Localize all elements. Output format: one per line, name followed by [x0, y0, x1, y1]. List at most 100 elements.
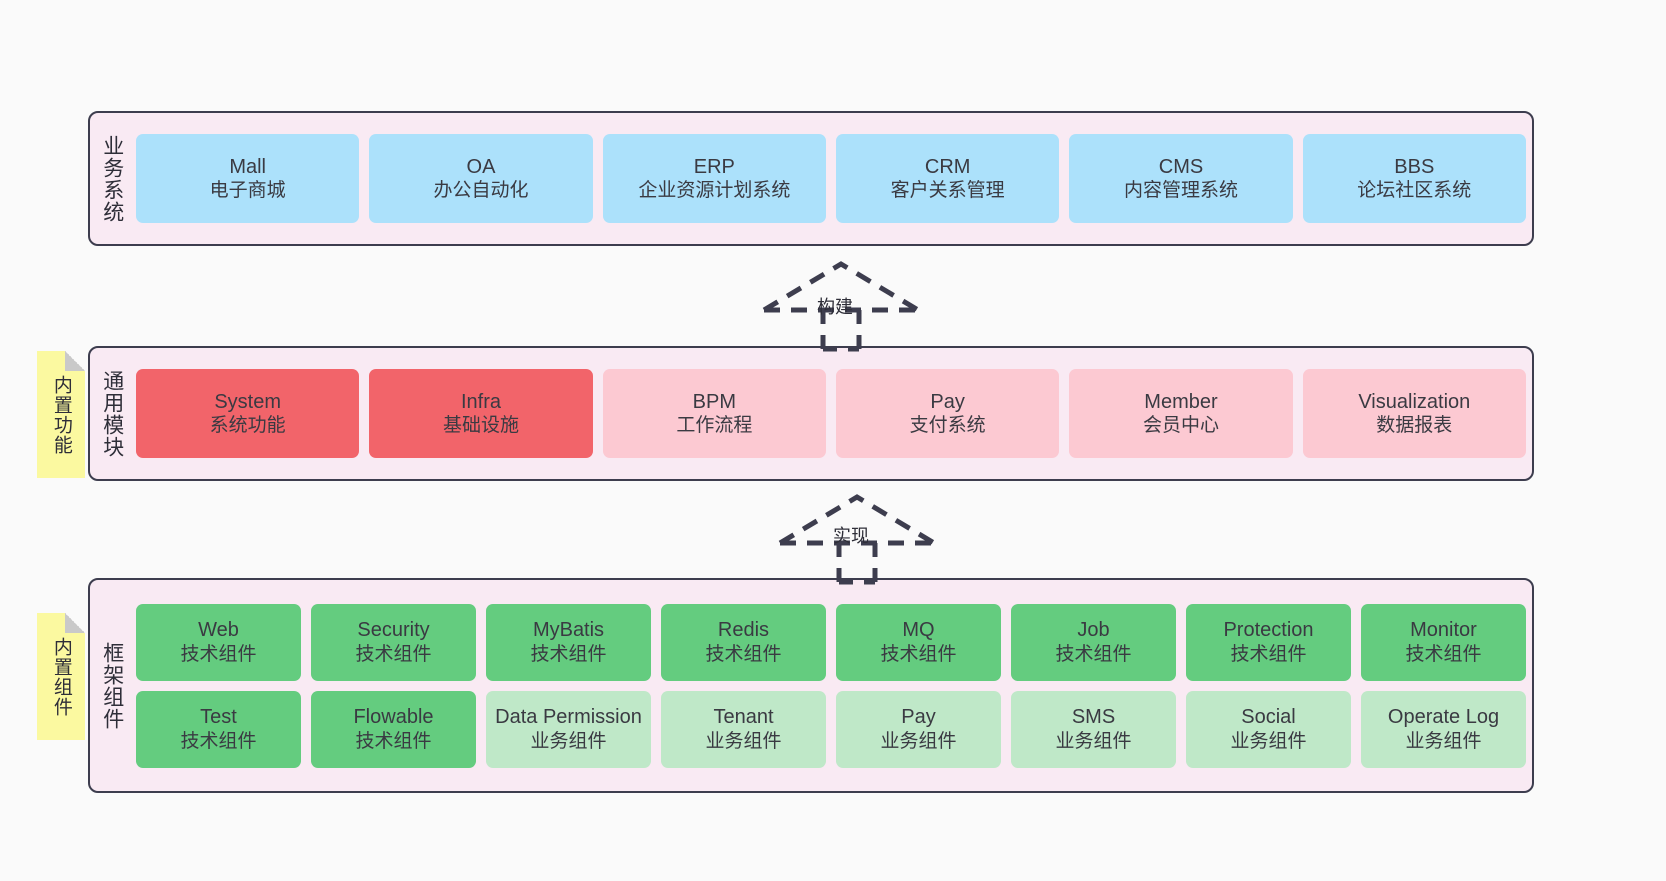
- card-mall[interactable]: Mall 电子商城: [136, 134, 360, 223]
- card-monitor-subtitle: 技术组件: [1405, 643, 1482, 665]
- card-member-title: Member: [1144, 390, 1218, 413]
- card-system-subtitle: 系统功能: [209, 415, 286, 437]
- card-bbs-subtitle: 论坛社区系统: [1357, 180, 1472, 202]
- card-protection-subtitle: 技术组件: [1230, 643, 1307, 665]
- card-protection-title: Protection: [1223, 619, 1314, 642]
- card-security-title: Security: [357, 619, 430, 642]
- card-mq-subtitle: 技术组件: [880, 643, 957, 665]
- framework-card-grid: Web 技术组件 Security 技术组件 MyBatis 技术组件 Redi…: [134, 580, 1532, 791]
- card-mall-title: Mall: [229, 155, 266, 178]
- layer-business-systems-label: 业务系统: [100, 134, 124, 223]
- common-module-card-list: System 系统功能 Infra 基础设施 BPM 工作流程 Pay 支付系统…: [134, 348, 1532, 479]
- card-mq[interactable]: MQ 技术组件: [836, 603, 1001, 681]
- card-cms-title: CMS: [1158, 155, 1204, 178]
- card-job[interactable]: Job 技术组件: [1011, 603, 1176, 681]
- connector-implement-label: 实现: [833, 526, 869, 546]
- card-crm[interactable]: CRM 客户关系管理: [835, 134, 1060, 223]
- card-erp-title: ERP: [693, 155, 735, 178]
- card-security-subtitle: 技术组件: [355, 643, 432, 665]
- card-crm-title: CRM: [924, 155, 971, 178]
- card-web-title: Web: [198, 619, 239, 642]
- card-flowable[interactable]: Flowable 技术组件: [311, 690, 476, 768]
- layer-framework-components-label: 框架组件: [100, 641, 124, 730]
- card-social-title: Social: [1241, 706, 1296, 729]
- card-system[interactable]: System 系统功能: [136, 369, 360, 458]
- card-bpm-title: BPM: [692, 390, 736, 413]
- card-flowable-subtitle: 技术组件: [355, 730, 432, 752]
- card-data-permission-title: Data Permission: [495, 706, 642, 729]
- layer-framework-components: 框架组件 Web 技术组件 Security 技术组件 MyBatis 技术组件…: [88, 578, 1534, 793]
- card-pay-module[interactable]: Pay 支付系统: [835, 369, 1060, 458]
- card-system-title: System: [214, 390, 281, 413]
- card-erp[interactable]: ERP 企业资源计划系统: [602, 134, 826, 223]
- card-flowable-title: Flowable: [353, 706, 434, 729]
- card-test-title: Test: [200, 706, 237, 729]
- card-visualization[interactable]: Visualization 数据报表: [1302, 369, 1526, 458]
- business-card-list: Mall 电子商城 OA 办公自动化 ERP 企业资源计划系统 CRM 客户关系…: [134, 113, 1532, 244]
- card-tenant-title: Tenant: [713, 706, 774, 729]
- card-sms-subtitle: 业务组件: [1055, 730, 1132, 752]
- card-oa-title: OA: [466, 155, 496, 178]
- card-operate-log-title: Operate Log: [1387, 706, 1500, 729]
- card-member-subtitle: 会员中心: [1142, 415, 1219, 437]
- card-protection[interactable]: Protection 技术组件: [1186, 603, 1351, 681]
- card-redis-subtitle: 技术组件: [705, 643, 782, 665]
- card-redis[interactable]: Redis 技术组件: [661, 603, 826, 681]
- card-operate-log-subtitle: 业务组件: [1405, 730, 1482, 752]
- card-bbs[interactable]: BBS 论坛社区系统: [1302, 134, 1526, 223]
- connector-build-label: 构建: [817, 297, 853, 317]
- card-infra-title: Infra: [460, 390, 501, 413]
- card-sms-title: SMS: [1071, 706, 1116, 729]
- card-oa-subtitle: 办公自动化: [433, 180, 529, 202]
- card-web-subtitle: 技术组件: [180, 643, 257, 665]
- layer-business-systems: 业务系统 Mall 电子商城 OA 办公自动化 ERP 企业资源计划系统 CRM…: [88, 111, 1534, 246]
- card-social[interactable]: Social 业务组件: [1186, 690, 1351, 768]
- card-operate-log[interactable]: Operate Log 业务组件: [1361, 690, 1526, 768]
- card-security[interactable]: Security 技术组件: [311, 603, 476, 681]
- card-mall-subtitle: 电子商城: [209, 180, 286, 202]
- card-mybatis[interactable]: MyBatis 技术组件: [486, 603, 651, 681]
- card-monitor-title: Monitor: [1410, 619, 1477, 642]
- sticky-note-builtin-component: 内置组件: [37, 613, 85, 740]
- card-pay-component-subtitle: 业务组件: [880, 730, 957, 752]
- card-bpm-subtitle: 工作流程: [676, 415, 753, 437]
- card-test[interactable]: Test 技术组件: [136, 690, 301, 768]
- layer-common-modules-label: 通用模块: [100, 369, 124, 458]
- card-oa[interactable]: OA 办公自动化: [369, 134, 593, 223]
- sticky-note-builtin-function: 内置功能: [37, 351, 85, 478]
- card-redis-title: Redis: [717, 619, 770, 642]
- card-job-title: Job: [1077, 619, 1110, 642]
- card-cms[interactable]: CMS 内容管理系统: [1069, 134, 1293, 223]
- card-job-subtitle: 技术组件: [1055, 643, 1132, 665]
- framework-row-business: Test 技术组件 Flowable 技术组件 Data Permission …: [136, 690, 1526, 768]
- card-pay-component[interactable]: Pay 业务组件: [836, 690, 1001, 768]
- card-sms[interactable]: SMS 业务组件: [1011, 690, 1176, 768]
- card-data-permission[interactable]: Data Permission 业务组件: [486, 690, 651, 768]
- card-monitor[interactable]: Monitor 技术组件: [1361, 603, 1526, 681]
- card-visualization-subtitle: 数据报表: [1376, 415, 1453, 437]
- card-data-permission-subtitle: 业务组件: [530, 730, 607, 752]
- card-pay-module-subtitle: 支付系统: [909, 415, 986, 437]
- card-mq-title: MQ: [902, 619, 935, 642]
- card-mybatis-subtitle: 技术组件: [530, 643, 607, 665]
- connector-build-arrow: [762, 261, 920, 352]
- card-bpm[interactable]: BPM 工作流程: [602, 369, 826, 458]
- layer-common-modules: 通用模块 System 系统功能 Infra 基础设施 BPM 工作流程 Pay…: [88, 346, 1534, 481]
- card-bbs-title: BBS: [1394, 155, 1435, 178]
- card-social-subtitle: 业务组件: [1230, 730, 1307, 752]
- card-pay-module-title: Pay: [930, 390, 965, 413]
- card-infra[interactable]: Infra 基础设施: [369, 369, 593, 458]
- card-mybatis-title: MyBatis: [532, 619, 605, 642]
- card-tenant[interactable]: Tenant 业务组件: [661, 690, 826, 768]
- card-tenant-subtitle: 业务组件: [705, 730, 782, 752]
- card-pay-component-title: Pay: [901, 706, 936, 729]
- card-web[interactable]: Web 技术组件: [136, 603, 301, 681]
- card-visualization-title: Visualization: [1358, 390, 1471, 413]
- framework-row-tech: Web 技术组件 Security 技术组件 MyBatis 技术组件 Redi…: [136, 603, 1526, 681]
- card-crm-subtitle: 客户关系管理: [890, 180, 1005, 202]
- card-erp-subtitle: 企业资源计划系统: [638, 180, 791, 202]
- card-cms-subtitle: 内容管理系统: [1123, 180, 1238, 202]
- card-member[interactable]: Member 会员中心: [1069, 369, 1293, 458]
- card-test-subtitle: 技术组件: [180, 730, 257, 752]
